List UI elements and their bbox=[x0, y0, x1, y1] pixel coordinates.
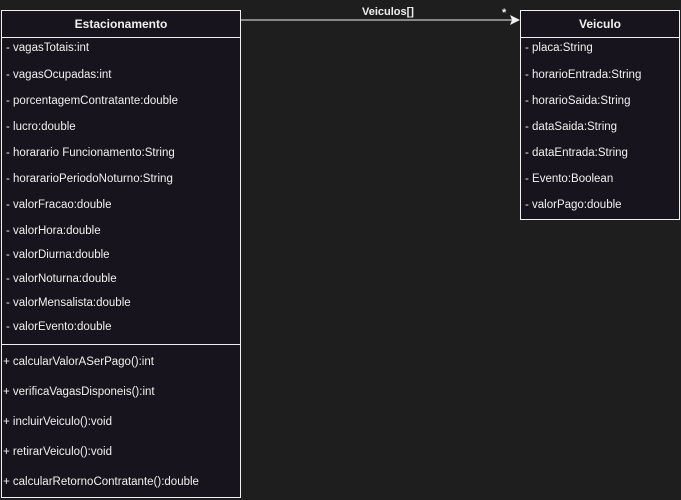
attribute-row: - horarario Funcionamento:String bbox=[6, 147, 175, 159]
attribute-row: - valorNoturna:double bbox=[6, 273, 117, 285]
method-row: + incluirVeiculo():void bbox=[3, 416, 112, 428]
association-multiplicity: * bbox=[502, 7, 507, 19]
attribute-row: - porcentagemContratante:double bbox=[6, 95, 178, 107]
attribute-row: - horararioPeriodoNoturno:String bbox=[6, 173, 173, 185]
attribute-row: - placa:String bbox=[525, 42, 593, 54]
association-label: Veiculos[] bbox=[362, 6, 414, 18]
attribute-row: - Evento:Boolean bbox=[525, 173, 614, 185]
attribute-row: - horarioEntrada:String bbox=[525, 69, 642, 81]
attribute-row: - valorFracao:double bbox=[6, 199, 112, 211]
compartment-divider bbox=[2, 344, 240, 345]
method-row: + calcularValorASerPago():int bbox=[3, 356, 154, 368]
class-veiculo[interactable]: Veiculo - placa:String - horarioEntrada:… bbox=[520, 10, 680, 220]
class-name: Veiculo bbox=[521, 11, 679, 38]
attribute-row: - valorDiurna:double bbox=[6, 249, 110, 261]
attribute-row: - valorMensalista:double bbox=[6, 297, 131, 309]
method-row: + retirarVeiculo():void bbox=[3, 446, 112, 458]
class-estacionamento[interactable]: Estacionamento - vagasTotais:int - vagas… bbox=[1, 10, 241, 498]
attribute-row: - valorPago:double bbox=[525, 199, 622, 211]
method-row: + calcularRetornoContratante():double bbox=[3, 476, 199, 488]
attribute-row: - vagasTotais:int bbox=[6, 42, 90, 54]
attribute-row: - lucro:double bbox=[6, 121, 76, 133]
attribute-row: - horarioSaida:String bbox=[525, 95, 631, 107]
attribute-row: - valorHora:double bbox=[6, 225, 101, 237]
class-name: Estacionamento bbox=[2, 11, 240, 38]
attribute-row: - dataSaida:String bbox=[525, 121, 618, 133]
method-row: + verificaVagasDisponeis():int bbox=[3, 386, 155, 398]
attribute-row: - valorEvento:double bbox=[6, 321, 112, 333]
attribute-row: - vagasOcupadas:int bbox=[6, 69, 112, 81]
attribute-row: - dataEntrada:String bbox=[525, 147, 628, 159]
